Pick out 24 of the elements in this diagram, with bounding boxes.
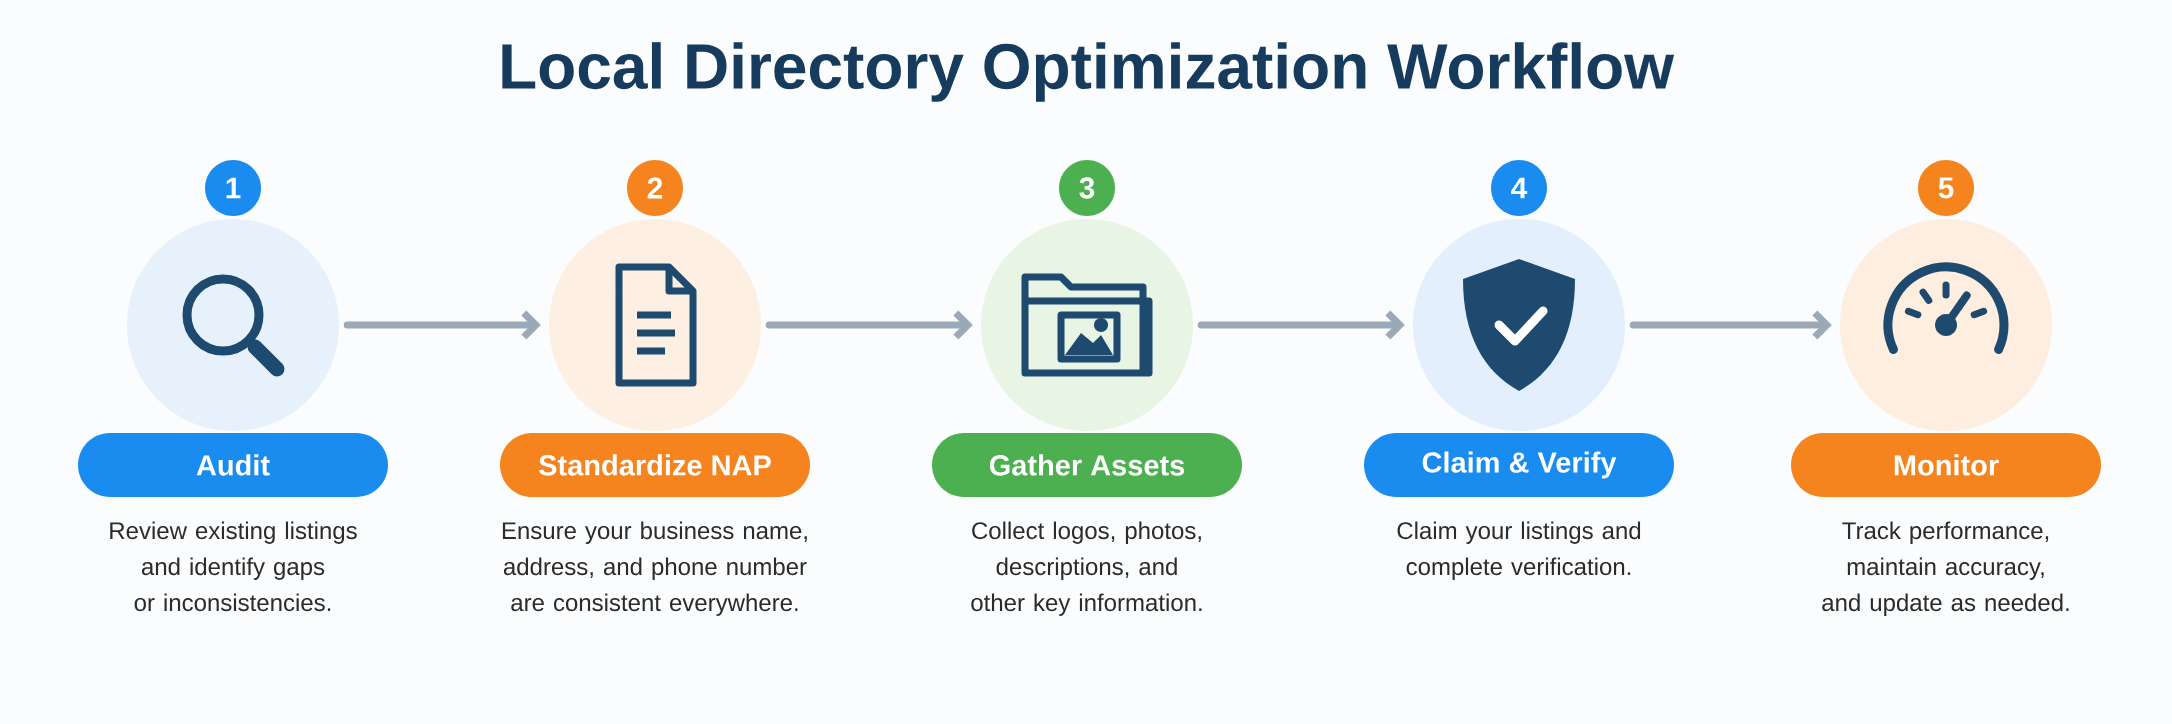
step-label-pill: Monitor (1791, 433, 2101, 497)
step-number-badge: 2 (627, 160, 683, 216)
step-description: Claim your listings and complete verification. (1397, 521, 1641, 580)
step-description: Collect logos, photos, descriptions, and other key information. (971, 521, 1202, 616)
step-description: Review existing listings and identify gaps or inconsistencies. (110, 521, 357, 612)
step-number-badge: 5 (1918, 160, 1974, 216)
icon-circle (981, 219, 1193, 431)
arrow (765, 310, 973, 340)
arrow (1197, 310, 1405, 340)
icon-circle (549, 219, 761, 431)
step-number-badge: 3 (1059, 160, 1115, 216)
step-number-badge: 4 (1491, 160, 1547, 216)
icon-circle (127, 219, 339, 431)
step-label-pill: Gather Assets (932, 433, 1242, 497)
title: Local Directory Optimization Workflow (502, 42, 1675, 102)
step-description: Ensure your business name, address, and phone number are consistent everywhere. (502, 521, 807, 616)
arrow (343, 310, 541, 340)
icon-circle (1840, 219, 2052, 431)
step-description: Track performance, maintain accuracy, and update as needed. (1822, 521, 2069, 616)
step-label-pill: Standardize NAP (500, 433, 810, 497)
step-number-badge: 1 (205, 160, 261, 216)
step-label-pill: Claim & Verify (1364, 433, 1674, 497)
arrow (1629, 310, 1832, 340)
step-label-pill: Audit (78, 433, 388, 497)
